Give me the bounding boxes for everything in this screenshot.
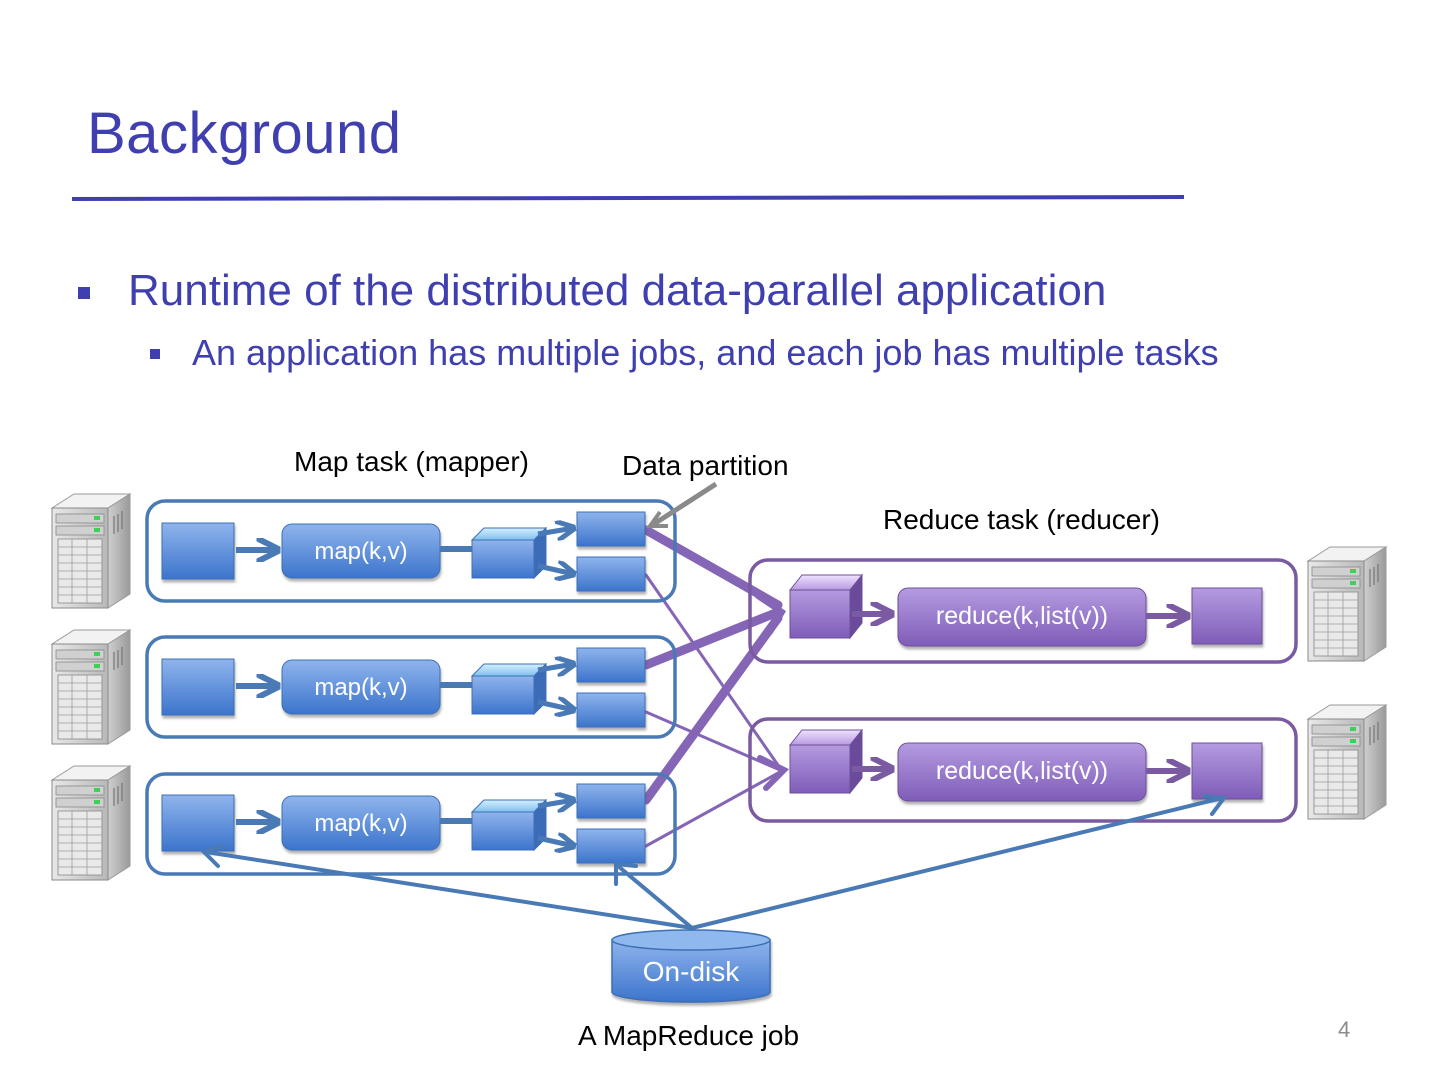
shuffle-edge: [644, 573, 782, 770]
disk-edges: [200, 794, 1228, 930]
bullet-text: An application has multiple jobs, and ea…: [192, 332, 1219, 373]
input-split-block: [161, 522, 235, 580]
server-icon: [51, 629, 131, 745]
data-partition-block: [576, 556, 646, 592]
shuffle-edges: [641, 525, 783, 848]
reduce-task-label: Reduce task (reducer): [883, 504, 1161, 535]
shuffle-edge: [641, 607, 783, 670]
reduce-function-label: reduce(k,list(v)): [935, 602, 1109, 630]
bullet-square-icon: [78, 287, 90, 299]
bullet-square-icon: [150, 349, 160, 359]
reduce-output-block: [1191, 587, 1263, 645]
data-partition-block: [576, 511, 646, 547]
shuffle-edge: [641, 613, 783, 805]
reducer-container: [748, 558, 1298, 664]
slide-title: Background: [87, 101, 402, 166]
mapper-container: [145, 635, 677, 739]
map-function-label: map(k,v): [314, 810, 408, 837]
map-function-label: map(k,v): [314, 674, 408, 701]
on-disk-label: On-disk: [642, 956, 740, 987]
data-partition-pointer: [652, 481, 718, 527]
bullet-level-1: Runtime of the distributed data-parallel…: [78, 266, 1106, 316]
map-function-label: map(k,v): [314, 538, 408, 565]
merged-input-cube: [789, 589, 851, 639]
mapper-container: [145, 499, 677, 603]
reduce-function-label: reduce(k,list(v)): [935, 757, 1109, 785]
data-partition-label: Data partition: [622, 450, 789, 481]
bullet-level-2: An application has multiple jobs, and ea…: [150, 332, 1219, 374]
shuffle-edge: [641, 525, 783, 610]
page-number: 4: [1338, 1017, 1351, 1042]
map-task-label: Map task (mapper): [294, 446, 529, 477]
intermediate-buffer-cube: [471, 539, 535, 579]
server-icon: [1307, 704, 1387, 820]
mapper-container: [145, 772, 677, 876]
reducer-container: [748, 717, 1298, 823]
server-icon: [51, 493, 131, 609]
server-icon: [1307, 546, 1387, 662]
on-disk-storage-icon: [611, 929, 771, 1003]
diagram-caption: A MapReduce job: [578, 1020, 800, 1051]
shuffle-edge: [644, 710, 782, 772]
shuffle-edge: [644, 770, 782, 848]
server-icon: [51, 765, 131, 881]
bullet-text: Runtime of the distributed data-parallel…: [128, 266, 1107, 315]
